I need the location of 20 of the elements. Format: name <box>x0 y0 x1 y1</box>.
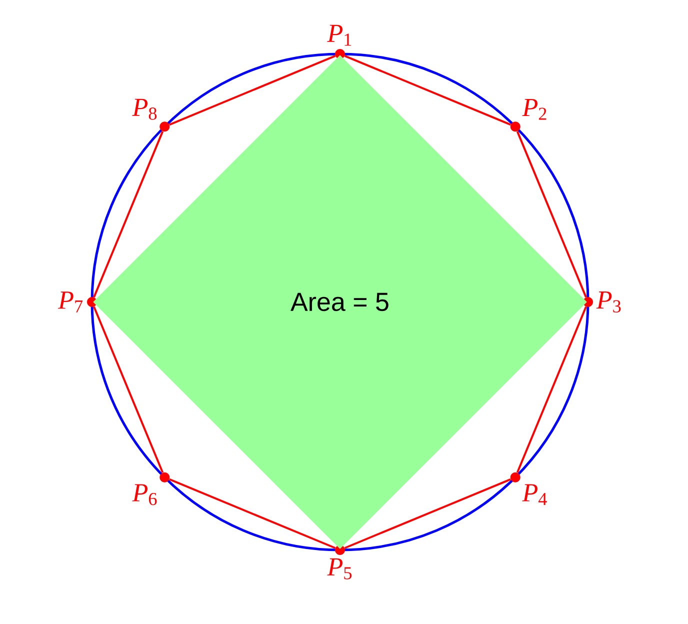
node-label: P$_{6}$ <box>132 484 157 506</box>
node-label: P$_{5}$ <box>327 558 352 580</box>
line <box>344 478 511 549</box>
line <box>169 55 336 126</box>
node-label: P$_{3}$ <box>596 292 621 312</box>
node-label: P$_{8}$ <box>132 98 157 120</box>
line <box>516 131 587 298</box>
node-label: P$_{2}$ <box>522 98 546 120</box>
node-label: P$_{1}$ <box>327 24 352 46</box>
line <box>93 131 164 298</box>
point: P$_{4}$ <box>510 472 547 505</box>
node-label: P$_{4}$ <box>522 484 547 505</box>
line <box>344 55 511 126</box>
node-label: P$_{7}$ <box>58 292 83 312</box>
point: P$_{8}$ <box>132 98 170 132</box>
line <box>93 306 164 473</box>
point: P$_{6}$ <box>132 472 170 506</box>
line <box>169 478 336 549</box>
point: P$_{2}$ <box>510 99 546 132</box>
line <box>516 306 587 473</box>
